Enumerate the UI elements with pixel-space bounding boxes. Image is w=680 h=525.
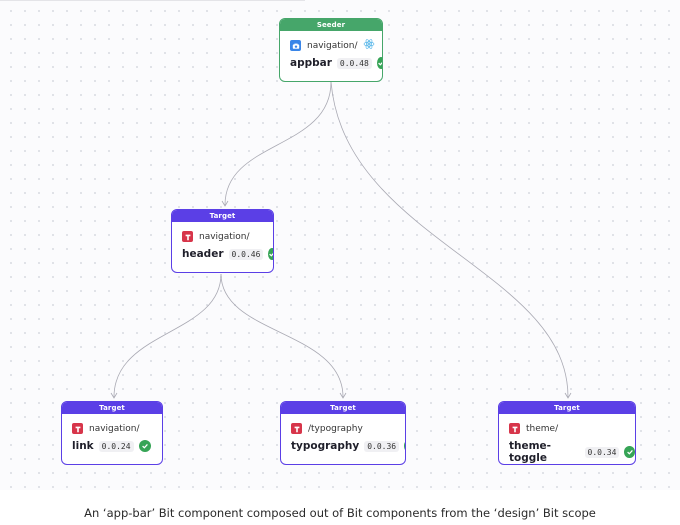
pin-icon <box>72 423 83 434</box>
version-badge: 0.0.24 <box>98 440 134 452</box>
node-name: typography <box>291 440 360 452</box>
pin-icon <box>291 423 302 434</box>
check-icon <box>404 440 405 452</box>
version-badge: 0.0.46 <box>228 248 264 260</box>
node-name: header <box>182 248 224 260</box>
version-badge: 0.0.48 <box>336 57 372 69</box>
version-badge: 0.0.34 <box>584 446 620 458</box>
node-scope: navigation/ <box>307 40 358 51</box>
node-scope: /typography <box>308 423 363 434</box>
node-role-badge: Target <box>281 402 405 414</box>
camera-icon <box>290 40 301 51</box>
node-name: link <box>72 440 94 452</box>
react-icon <box>363 35 375 54</box>
pin-icon <box>182 231 193 242</box>
edge-header-typography <box>220 273 344 398</box>
arrowhead-link <box>110 392 118 399</box>
node-role-badge: Target <box>62 402 162 414</box>
version-badge: 0.0.36 <box>364 440 400 452</box>
check-icon <box>138 440 151 452</box>
check-icon <box>624 446 635 458</box>
node-typography[interactable]: Target /typography typography 0.0.36 <box>280 401 406 465</box>
graph-edges <box>110 81 572 399</box>
figure-caption: An ‘app-bar’ Bit component composed out … <box>84 506 596 520</box>
arrowhead-typography <box>339 392 347 399</box>
dependency-graph-canvas: Seeder navigation/ appbar 0.0.48 Target <box>0 0 680 490</box>
edge-appbar-theme-toggle <box>330 81 569 398</box>
node-scope: navigation/ <box>199 231 250 242</box>
arrowhead-theme-toggle <box>564 392 572 399</box>
node-theme-toggle[interactable]: Target theme/ theme-toggle 0.0.34 <box>498 401 636 465</box>
check-icon <box>268 248 273 260</box>
edge-header-link <box>113 273 222 398</box>
node-role-badge: Target <box>172 210 273 222</box>
node-name: appbar <box>290 57 332 69</box>
check-icon <box>376 57 382 69</box>
node-role-badge: Seeder <box>280 19 382 31</box>
divider <box>0 0 305 1</box>
node-appbar[interactable]: Seeder navigation/ appbar 0.0.48 <box>279 18 383 82</box>
node-link[interactable]: Target navigation/ link 0.0.24 <box>61 401 163 465</box>
node-name: theme-toggle <box>509 440 552 464</box>
arrowhead-header <box>221 200 229 207</box>
node-scope: navigation/ <box>89 423 140 434</box>
node-role-badge: Target <box>499 402 635 414</box>
node-scope: theme/ <box>526 423 559 434</box>
node-header[interactable]: Target navigation/ header 0.0.46 <box>171 209 274 273</box>
edge-appbar-header <box>224 81 332 206</box>
pin-icon <box>509 423 520 434</box>
